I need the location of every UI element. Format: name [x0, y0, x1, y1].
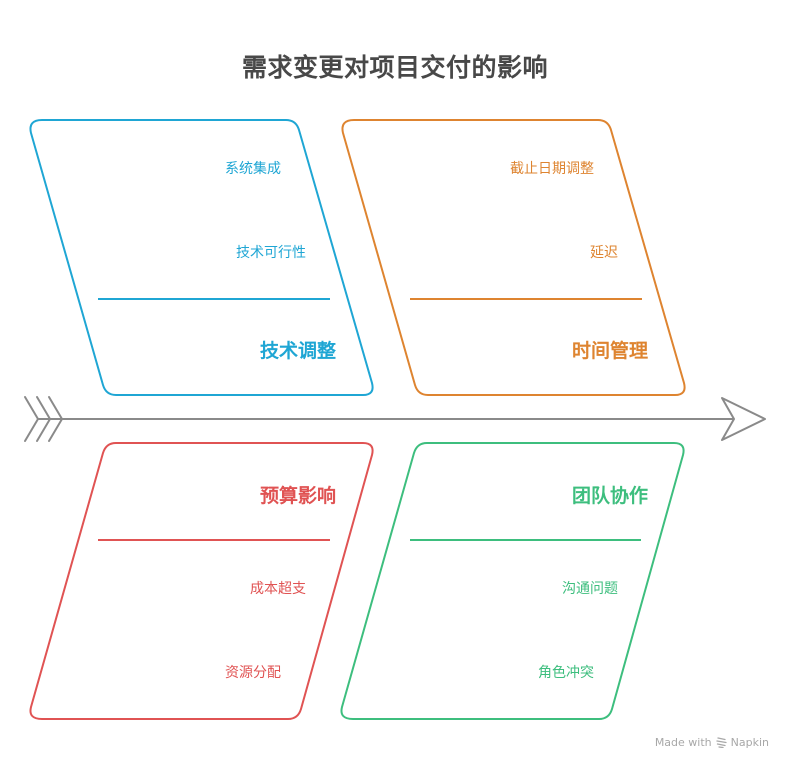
- watermark[interactable]: Made with Napkin: [655, 736, 769, 749]
- spine: [24, 396, 766, 442]
- open-arrowhead-icon: [721, 397, 766, 441]
- category-heading-tech: 技术调整: [259, 340, 336, 362]
- category-box-budget: [29, 442, 374, 720]
- watermark-brand: Napkin: [730, 736, 769, 749]
- category-heading-team: 团队协作: [571, 485, 648, 507]
- cause-label-team-2: 角色冲突: [538, 665, 594, 681]
- diagram-title: 需求变更对项目交付的影响: [241, 53, 548, 82]
- category-box-tech: [29, 119, 374, 396]
- cause-label-tech-1: 系统集成: [225, 161, 281, 177]
- cause-label-budget-2: 资源分配: [225, 665, 281, 681]
- category-box-team: [340, 442, 685, 720]
- napkin-logo-icon: [715, 737, 727, 748]
- cause-label-team-1: 沟通问题: [562, 581, 618, 597]
- watermark-prefix: Made with: [654, 736, 712, 749]
- cause-label-tech-2: 技术可行性: [236, 245, 306, 261]
- category-heading-time: 时间管理: [571, 340, 648, 362]
- cause-label-time-2: 延迟: [590, 245, 618, 261]
- category-heading-budget: 预算影响: [259, 485, 336, 507]
- category-box-time: [341, 119, 686, 396]
- fishbone-tail-chevrons-icon: [24, 396, 63, 442]
- cause-label-budget-1: 成本超支: [250, 581, 306, 597]
- cause-label-time-1: 截止日期调整: [510, 161, 594, 177]
